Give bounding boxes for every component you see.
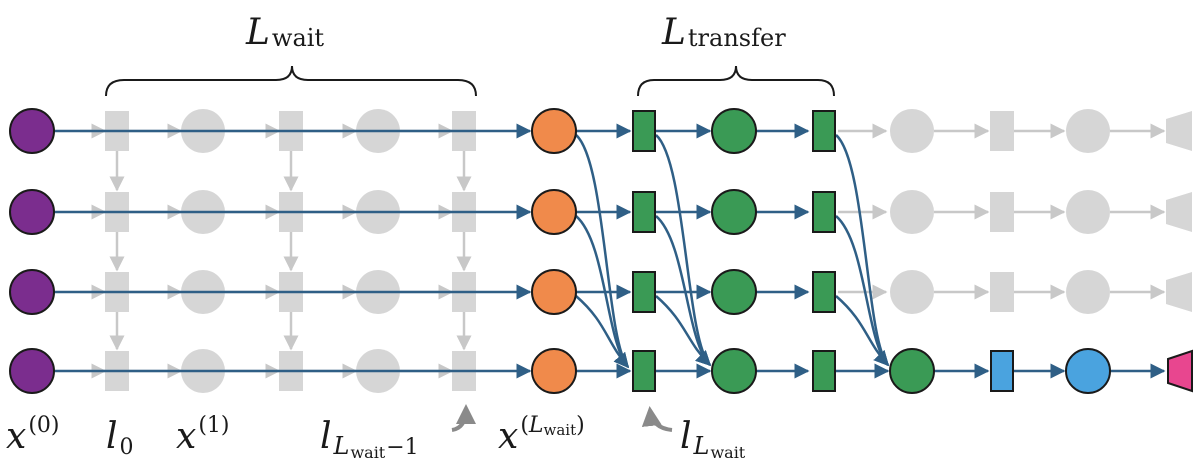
label-x-wait: x(Lwait)	[498, 413, 585, 457]
faded-state-node	[1066, 270, 1110, 314]
faded-state-node	[1066, 109, 1110, 153]
wait-brace	[105, 65, 477, 97]
transfer-edge	[575, 134, 630, 369]
faded-state-node	[890, 270, 934, 314]
faded-state-node	[1066, 190, 1110, 234]
transfer-brace	[637, 65, 835, 97]
label-l-wait-minus-1: lLwait−1	[320, 416, 419, 462]
transfer-layer-block	[812, 191, 836, 233]
transfer-layer-block	[632, 271, 656, 313]
output-layer-block	[990, 350, 1014, 392]
transfer-edge	[655, 134, 712, 367]
faded-state-node	[890, 109, 934, 153]
faded-output-head	[1166, 272, 1192, 312]
input-node	[9, 348, 55, 394]
wait-brace-label: Lwait	[245, 12, 324, 53]
transfer-edge	[655, 295, 712, 367]
wait-output-node	[531, 108, 577, 154]
node-layer	[9, 108, 1193, 394]
faded-output-head	[1166, 111, 1192, 151]
transfer-state-node	[711, 269, 757, 315]
transfer-edge	[575, 295, 629, 369]
output-head	[1167, 349, 1193, 393]
transfer-state-node	[711, 108, 757, 154]
output-state-node	[1065, 348, 1111, 394]
transfer-state-node	[711, 348, 757, 394]
transfer-edge	[835, 134, 890, 367]
transfer-layer-block	[812, 271, 836, 313]
input-node	[9, 189, 55, 235]
input-node	[9, 108, 55, 154]
pointer-arrow-wait-minus-1	[451, 404, 476, 432]
input-node	[9, 269, 55, 315]
faded-layer-block	[990, 272, 1014, 312]
transfer-layer-block	[632, 191, 656, 233]
wait-output-node	[531, 189, 577, 235]
transfer-layer-block	[632, 350, 656, 392]
faded-layer-block	[990, 111, 1014, 151]
faded-output-head	[1166, 192, 1192, 232]
pointer-arrow-wait	[641, 406, 673, 432]
label-x0: x(0)	[6, 413, 59, 457]
label-l0: l0	[106, 416, 134, 460]
transfer-edge	[835, 295, 890, 367]
transfer-layer-block	[632, 110, 656, 152]
faded-layer-block	[990, 192, 1014, 232]
label-x1: x(1)	[176, 413, 229, 457]
wait-output-node	[531, 269, 577, 315]
transfer-layer-block	[812, 110, 836, 152]
transfer-state-node	[711, 189, 757, 235]
edge-layer	[54, 123, 1166, 379]
transfer-merged-node	[889, 348, 935, 394]
transfer-layer-block	[812, 350, 836, 392]
wait-output-node	[531, 348, 577, 394]
transfer-edge	[835, 215, 890, 367]
transfer-brace-label: Ltransfer	[661, 12, 786, 53]
label-l-wait: lLwait	[680, 416, 746, 462]
faded-state-node	[890, 190, 934, 234]
